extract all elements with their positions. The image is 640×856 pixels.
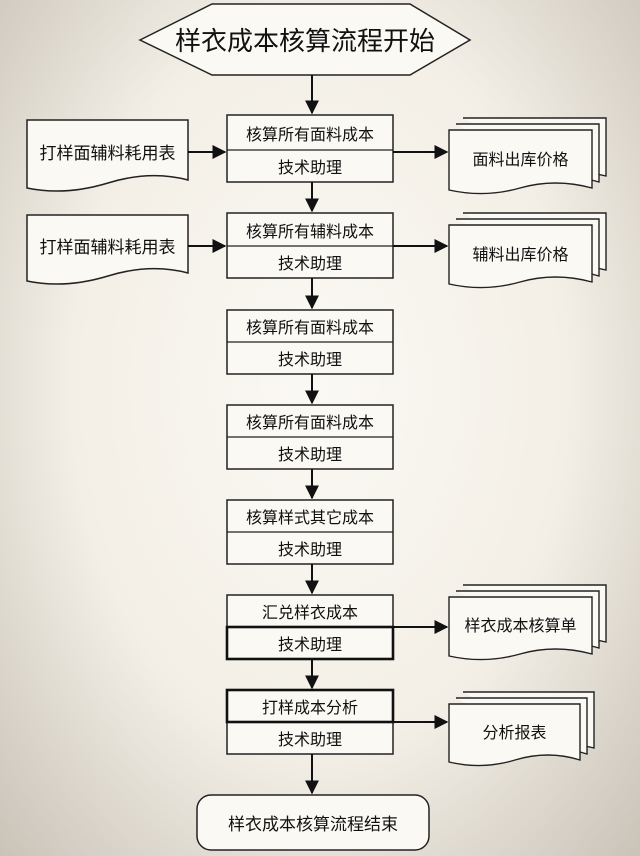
output-document-1 bbox=[448, 117, 607, 195]
process-box-4 bbox=[226, 404, 394, 470]
process-box-5 bbox=[226, 499, 394, 565]
process-box-3 bbox=[226, 309, 394, 375]
output-document-3 bbox=[448, 584, 607, 661]
input-document-2 bbox=[26, 214, 189, 285]
process-box-2 bbox=[226, 212, 394, 279]
output-document-2 bbox=[448, 212, 607, 289]
input-document-1 bbox=[26, 119, 189, 192]
output-document-4 bbox=[448, 691, 595, 767]
start-terminator bbox=[138, 3, 472, 76]
process-box-1 bbox=[226, 114, 394, 183]
end-terminator bbox=[196, 794, 430, 851]
process-box-7 bbox=[225, 688, 395, 755]
process-box-6 bbox=[225, 594, 395, 661]
